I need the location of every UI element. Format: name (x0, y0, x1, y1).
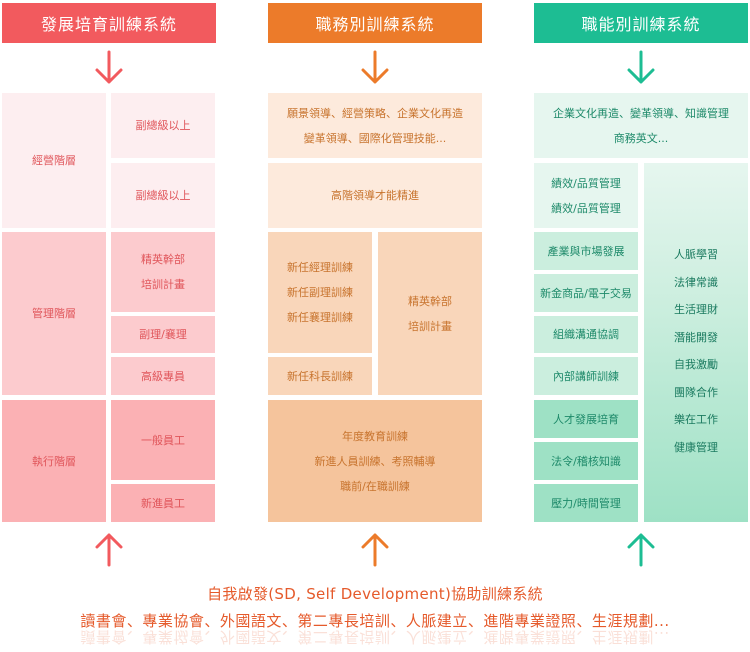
item-new-manager-training: 新任經理訓練 新任副理訓練 新任襄理訓練 (268, 232, 372, 353)
soft-skill: 健康管理 (674, 440, 718, 454)
item-vp-above: 副總級以上 (111, 93, 215, 158)
arrow-up-icon (95, 533, 123, 567)
arrow-up-icon (361, 533, 389, 567)
item-industry-market: 產業與市場發展 (534, 232, 638, 270)
item-talent-development: 人才發展培育 (534, 400, 638, 438)
soft-skill: 樂在工作 (674, 413, 718, 426)
group-executive: 經營階層 (2, 93, 106, 228)
item-general-staff: 一般員工 (111, 400, 215, 480)
header-job-position: 職務別訓練系統 (268, 3, 482, 43)
soft-skill: 潛能開發 (674, 330, 718, 344)
soft-skill: 團隊合作 (674, 385, 718, 399)
item-annual-training: 年度教育訓練 新進人員訓練、考照輔導 職前/在職訓練 (268, 400, 482, 522)
item-performance-quality: 績效/品質管理 績效/品質管理 (534, 163, 638, 228)
item-senior-leadership: 高階領導才能精進 (268, 163, 482, 228)
arrow-down-icon (627, 50, 655, 84)
soft-skill: 自我激勵 (674, 358, 718, 371)
item-senior-specialist: 高級專員 (111, 357, 215, 395)
header-development: 發展培育訓練系統 (2, 3, 216, 43)
item-vision-leadership: 願景領導、經營策略、企業文化再造 變革領導、國際化管理技能... (268, 93, 482, 158)
item-new-products: 新金商品/電子交易 (534, 274, 638, 312)
item-new-staff: 新進員工 (111, 484, 215, 522)
item-stress-time: 壓力/時間管理 (534, 484, 638, 522)
self-development-title: 自我啟發(SD, Self Development)協助訓練系統 (207, 585, 543, 603)
arrow-down-icon (95, 50, 123, 84)
item-elite-cadre-program: 精英幹部 培訓計畫 (378, 232, 482, 395)
item-org-communication: 組織溝通協調 (534, 316, 638, 353)
arrow-down-icon (361, 50, 389, 84)
soft-skill: 生活理財 (674, 303, 718, 316)
soft-skill: 人脈學習 (674, 248, 718, 261)
item-vp-above: 副總級以上 (111, 163, 215, 228)
self-development-reflection: 讀書會、專業協會、外國語文、第二專長培訓、人脈建立、進階專業證照、生涯規劃... (80, 628, 670, 646)
item-deputy-manager: 副理/襄理 (111, 316, 215, 353)
self-development-items: 讀書會、專業協會、外國語文、第二專長培訓、人脈建立、進階專業證照、生涯規劃... (80, 612, 670, 630)
group-execution: 執行階層 (2, 400, 106, 522)
item-new-section-chief: 新任科長訓練 (268, 357, 372, 395)
item-culture-reform: 企業文化再造、變革領導、知識管理 商務英文... (534, 93, 748, 158)
header-functional: 職能別訓練系統 (534, 3, 748, 43)
soft-skills-box: 人脈學習 法律常識 生活理財 潛能開發 自我激勵 團隊合作 樂在工作 健康管理 (644, 163, 748, 522)
item-internal-trainer: 內部講師訓練 (534, 357, 638, 395)
group-management: 管理階層 (2, 232, 106, 395)
soft-skill: 法律常識 (674, 275, 718, 289)
item-elite-cadre: 精英幹部 培訓計畫 (111, 232, 215, 312)
arrow-up-icon (627, 533, 655, 567)
item-law-audit: 法令/稽核知識 (534, 442, 638, 480)
